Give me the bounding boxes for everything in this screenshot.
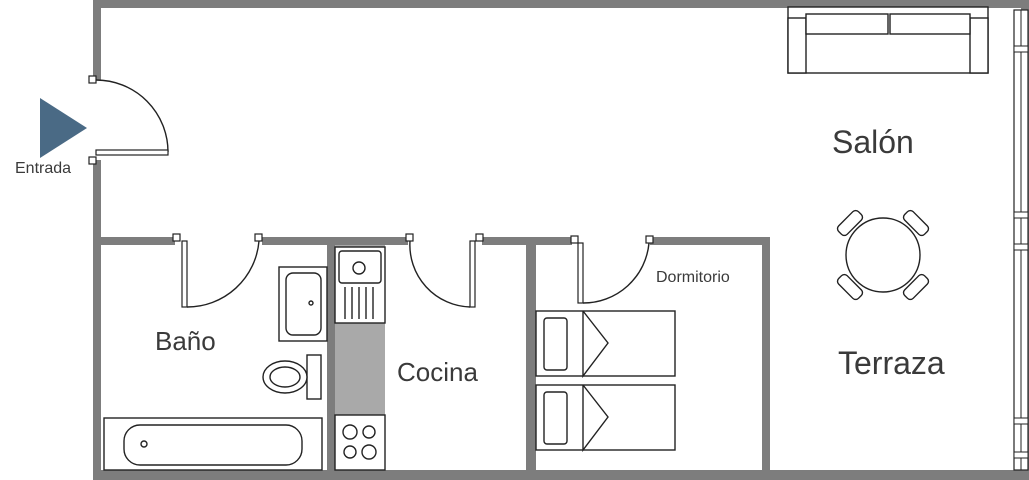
door-jamb [645, 235, 654, 244]
door-jamb [172, 233, 181, 242]
wall-left-upper [93, 0, 101, 80]
terrace-label: Terraza [838, 345, 945, 381]
kitchen-label: Cocina [397, 357, 478, 387]
sofa-back-cushion [805, 13, 889, 35]
stove-burner [362, 425, 376, 439]
wall-top [93, 0, 1029, 8]
window-right [1013, 9, 1029, 471]
window-mullion [1013, 451, 1029, 459]
stove-burner [342, 424, 358, 440]
living-room-label: Salón [832, 124, 914, 160]
table-top [845, 217, 921, 293]
stove-burner [343, 445, 357, 459]
stove-burner [361, 444, 377, 460]
wall-kitchen-bedroom [526, 237, 536, 470]
bed [535, 310, 676, 379]
sofa [787, 6, 989, 74]
kitchen-sink-drain [352, 261, 366, 275]
door-swing [95, 79, 169, 153]
entrance-door [88, 75, 169, 165]
bathtub-inner [123, 424, 303, 466]
door-swing [186, 240, 260, 308]
door-swing [409, 240, 471, 308]
chair [836, 209, 864, 237]
bedroom-beds [535, 310, 676, 453]
bathroom-fixtures [103, 266, 328, 471]
door-jamb [570, 235, 579, 244]
window-mullion [1013, 211, 1029, 219]
kitchen-stove [334, 414, 386, 471]
bed-blanket-fold [582, 310, 609, 379]
kitchen-drainboard [344, 287, 374, 319]
sofa-arm-left [787, 17, 807, 74]
sofa-arm-right [969, 17, 989, 74]
bedroom-door [570, 235, 654, 304]
window-mullion [1013, 243, 1029, 251]
door-jamb [475, 233, 484, 242]
toilet-seat [269, 366, 301, 388]
wall-bath-top-left [101, 237, 175, 245]
wall-left-lower [93, 160, 101, 480]
toilet-tank [306, 354, 322, 400]
bed-pillow [543, 391, 568, 445]
wall-bedroom-top-right [650, 237, 770, 245]
door-swing [582, 242, 650, 304]
door-leaf [181, 240, 188, 308]
bed [535, 384, 676, 453]
bathtub-drain [140, 440, 148, 448]
kitchen-door [405, 233, 484, 308]
interior-walls [101, 237, 770, 470]
door-jamb [88, 156, 97, 165]
bathroom-door [172, 233, 263, 308]
door-jamb [405, 233, 414, 242]
sink-basin [285, 272, 322, 336]
wall-bedroom-salon [762, 237, 770, 470]
bathroom-label: Baño [155, 326, 216, 356]
entrance-label: Entrada [15, 160, 71, 177]
bed-pillow [543, 317, 568, 371]
door-jamb [88, 75, 97, 84]
window-mullion [1013, 417, 1029, 425]
wall-bath-kitchen [327, 237, 335, 470]
bedroom-label: Dormitorio [656, 269, 730, 286]
sofa-back-cushion [889, 13, 971, 35]
door-leaf [95, 149, 169, 156]
chair [902, 273, 930, 301]
wall-bottom [93, 470, 1029, 480]
chair [836, 273, 864, 301]
entrance-arrow-icon [40, 98, 87, 158]
door-leaf [469, 240, 476, 308]
dining-table [836, 209, 930, 301]
sink-drain [308, 300, 314, 306]
chair [902, 209, 930, 237]
door-jamb [254, 233, 263, 242]
bed-blanket-fold [582, 384, 609, 453]
window-mullion [1013, 45, 1029, 53]
kitchen-fixtures [334, 245, 386, 471]
door-leaf [577, 242, 584, 304]
